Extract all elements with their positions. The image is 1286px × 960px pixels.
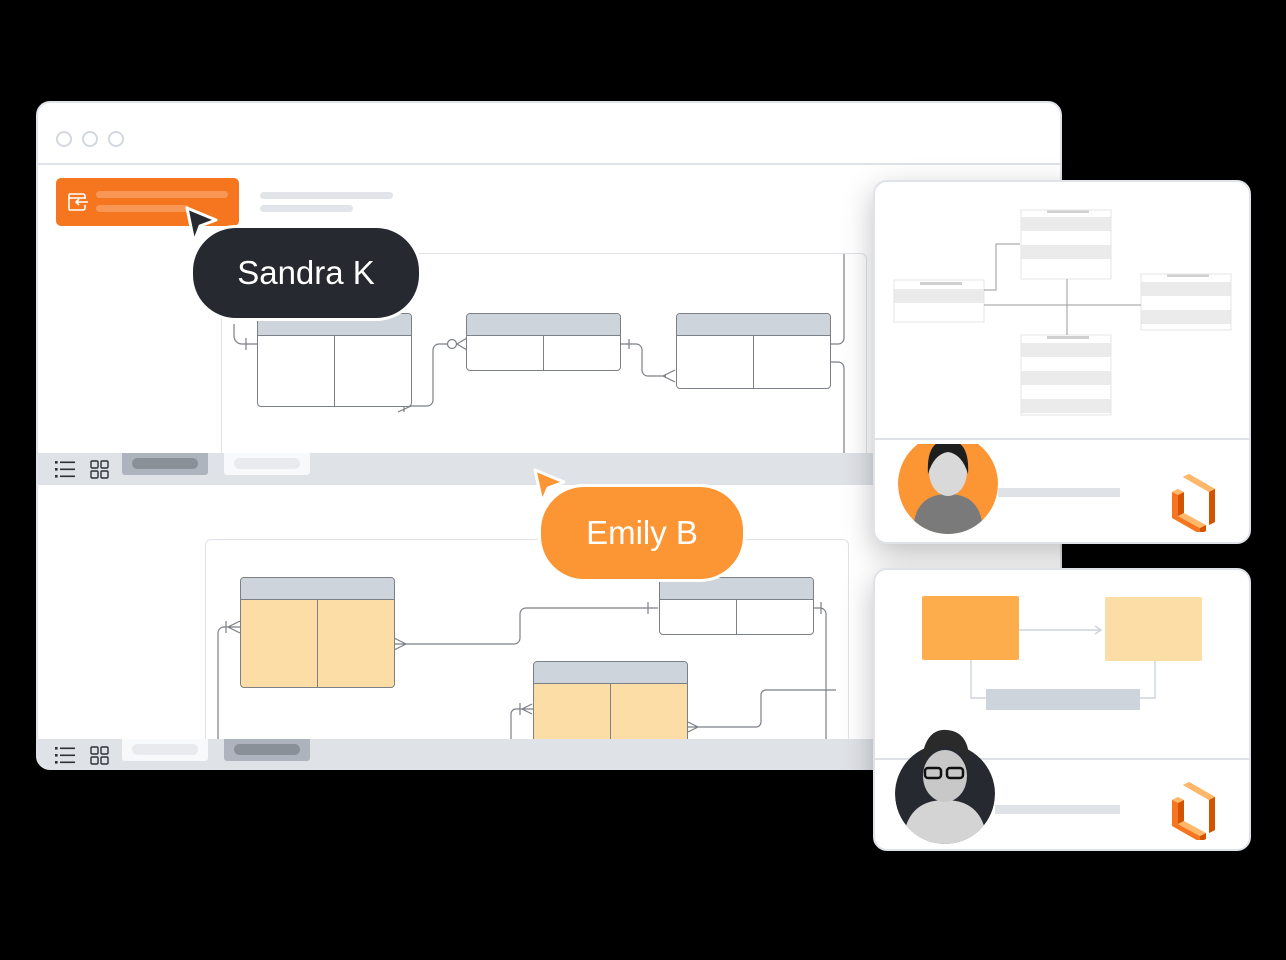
page-tab-2[interactable]: [224, 453, 310, 475]
entity-table[interactable]: [659, 577, 814, 635]
grid-view-icon[interactable]: [90, 460, 110, 480]
import-icon: [68, 193, 88, 211]
document-title-placeholder: [260, 192, 393, 199]
entity-table[interactable]: [240, 577, 395, 688]
cursor-emily: [533, 468, 566, 504]
page-tab-2[interactable]: [224, 739, 310, 761]
title-bar: [38, 103, 1060, 165]
document-card-flowchart[interactable]: [873, 568, 1251, 851]
diagram-canvas-bottom[interactable]: [205, 539, 849, 761]
card-divider: [875, 758, 1249, 760]
owner-name-placeholder: [995, 805, 1120, 814]
close-window-button[interactable]: [56, 131, 72, 147]
cursor-sandra: [185, 206, 218, 244]
import-title-placeholder: [96, 191, 228, 198]
entity-table[interactable]: [676, 313, 831, 389]
owner-name-placeholder: [998, 488, 1120, 497]
erd-thumbnail: [893, 209, 1232, 416]
import-subtitle-placeholder: [96, 205, 189, 212]
minimize-window-button[interactable]: [82, 131, 98, 147]
lucid-logo-icon: [1172, 782, 1215, 840]
list-view-icon[interactable]: [54, 746, 76, 764]
avatar-owner: [895, 720, 995, 844]
page-tab-1[interactable]: [122, 739, 208, 761]
entity-table[interactable]: [257, 313, 412, 407]
lucid-logo-icon: [1172, 474, 1215, 532]
collaborator-label-emily: Emily B: [538, 484, 746, 582]
document-card-erd[interactable]: [873, 180, 1251, 544]
list-view-icon[interactable]: [54, 460, 76, 478]
avatar-collaborator: [898, 444, 998, 534]
relationship-lines: [217, 602, 836, 750]
flowchart-thumbnail: [922, 596, 1202, 710]
card-divider: [875, 438, 1249, 440]
page-tab-1[interactable]: [122, 453, 208, 475]
grid-view-icon[interactable]: [90, 746, 110, 766]
entity-table[interactable]: [466, 313, 621, 371]
document-subtitle-placeholder: [260, 205, 353, 212]
collaborator-label-sandra: Sandra K: [190, 225, 422, 321]
maximize-window-button[interactable]: [108, 131, 124, 147]
